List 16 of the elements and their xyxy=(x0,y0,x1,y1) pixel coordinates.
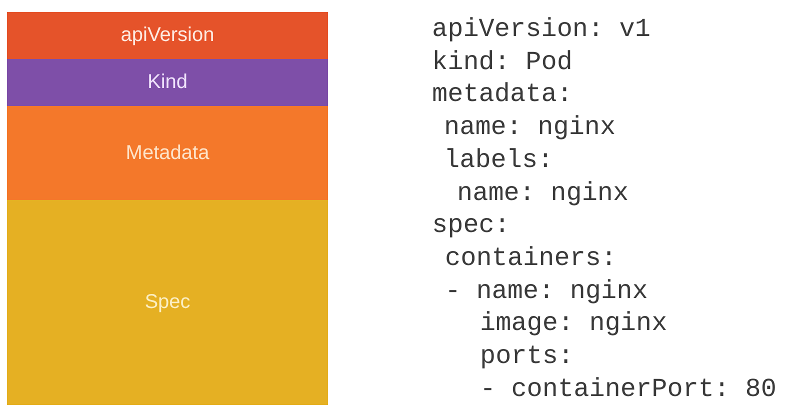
code-line: kind: Pod xyxy=(432,46,572,79)
code-line: metadata: xyxy=(432,78,572,112)
code-line: labels: xyxy=(444,144,554,177)
section-band: Spec xyxy=(7,200,328,405)
section-band: Kind xyxy=(7,59,328,106)
section-band: apiVersion xyxy=(7,12,328,59)
code-line: - containerPort: 80 xyxy=(480,372,776,406)
section-band: Metadata xyxy=(7,106,328,200)
code-line: name: nginx xyxy=(457,176,629,210)
code-line: apiVersion: v1 xyxy=(432,13,650,46)
code-line: ports: xyxy=(480,340,574,373)
code-line: spec: xyxy=(432,209,510,242)
code-line: image: nginx xyxy=(480,307,668,340)
code-line: - name: nginx xyxy=(445,274,648,308)
code-line: name: nginx xyxy=(444,111,616,144)
code-line: containers: xyxy=(445,242,617,275)
